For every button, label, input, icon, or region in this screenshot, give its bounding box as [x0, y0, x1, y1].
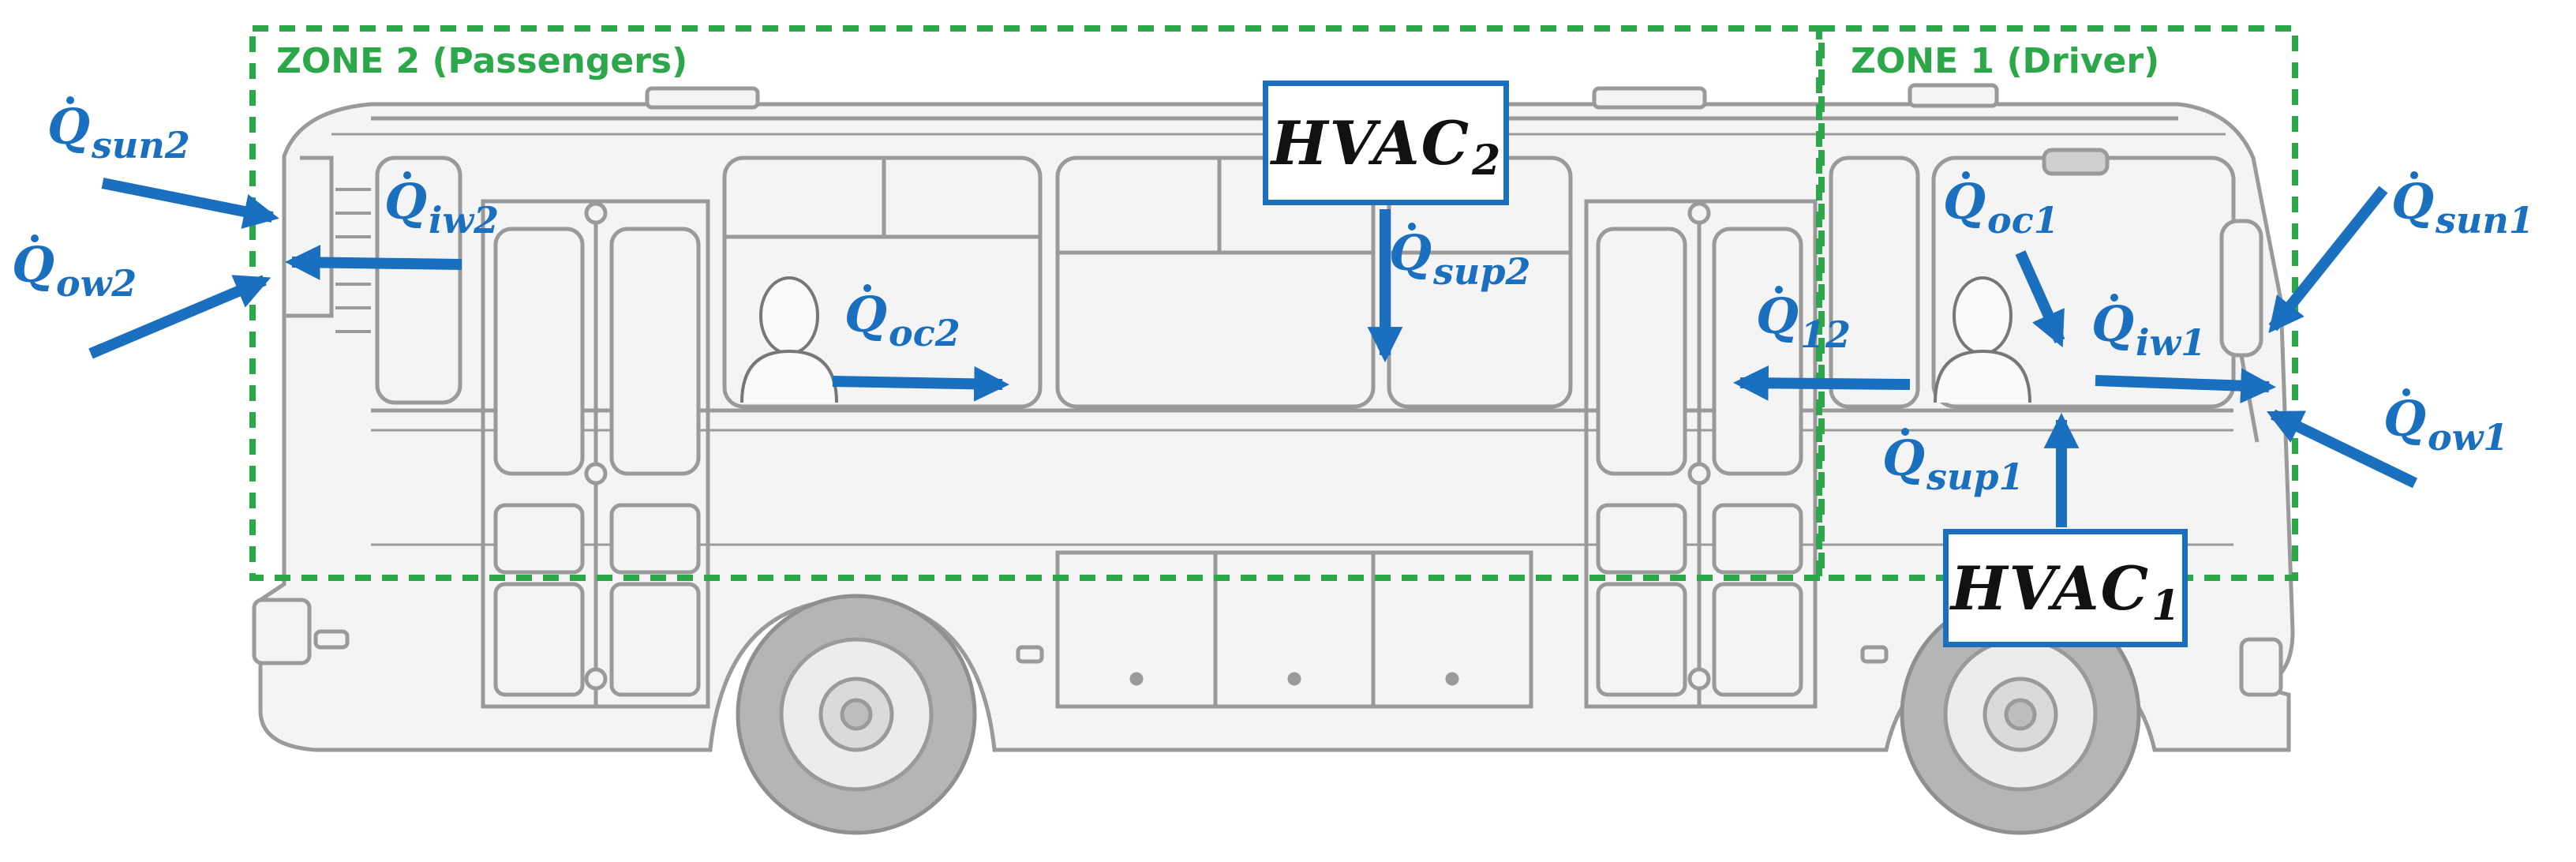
zone2-boundary [249, 25, 1825, 581]
q-sun2-label: Qsun2 [47, 96, 190, 167]
q-sup1-label: Qsup1 [1882, 428, 2024, 498]
arrow-sun1 [2268, 186, 2388, 333]
q-ow2-label: Qow2 [12, 234, 137, 305]
hvac2-subscript: 2 [1472, 136, 1501, 185]
heat-flow-arrows [88, 178, 2418, 527]
q-ow1-label: Qow1 [2383, 388, 2509, 459]
hvac1-label: HVAC [1950, 553, 2151, 624]
q-12-label: Q12 [1756, 286, 1852, 356]
arrow-q12 [1733, 365, 1911, 401]
q-sun1-label: Qsun1 [2391, 171, 2534, 242]
arrow-ow1 [2266, 409, 2418, 489]
q-sup2-label: Qsup2 [1389, 223, 1531, 293]
zone2-label: ZONE 2 (Passengers) [276, 41, 688, 81]
arrow-oc1 [2015, 250, 2065, 348]
arrow-sun2 [101, 178, 279, 229]
front-wheel [1900, 594, 2141, 835]
q-iw2-label: Qiw2 [384, 171, 500, 242]
bus-illustration [252, 83, 2295, 835]
rear-wheel [736, 594, 977, 835]
zone1-label: ZONE 1 (Driver) [1851, 41, 2160, 81]
q-oc1-label: Qoc1 [1943, 171, 2059, 242]
arrow-ow2 [88, 275, 271, 359]
hvac2-label: HVAC [1271, 107, 1471, 178]
arrow-iw1 [2095, 368, 2276, 404]
passenger-figure [740, 276, 838, 403]
q-iw1-label: Qiw1 [2091, 294, 2207, 364]
q-oc2-label: Qoc2 [844, 284, 960, 354]
driver-figure [1934, 276, 2031, 403]
hvac1-subscript: 1 [2151, 581, 2181, 630]
arrow-oc2 [832, 365, 1009, 402]
arrow-iw2 [285, 245, 462, 280]
